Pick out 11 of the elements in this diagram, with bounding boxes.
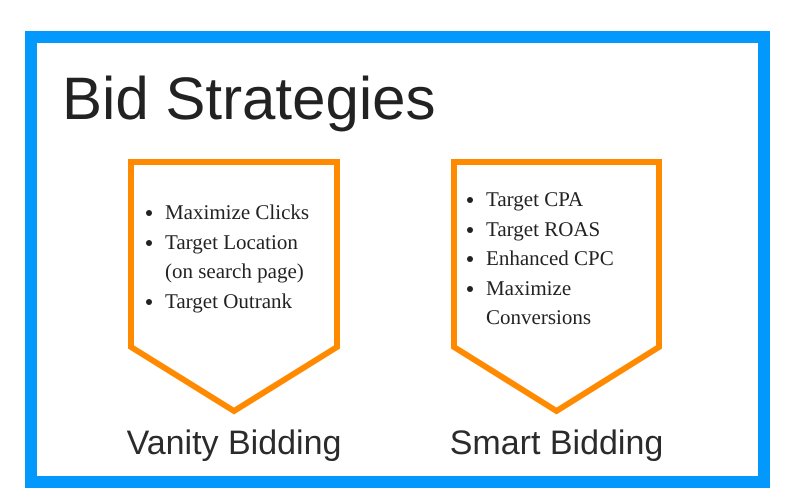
list-item-text: Target Outrank [165,288,294,314]
border-frame [25,31,770,488]
list-item-text: Target CPA [486,186,584,213]
caption-label: Vanity Bidding [126,423,342,463]
list-item-text: Maximize Clicks [165,199,310,226]
list-item-text: Enhanced CPC [486,245,615,272]
list-item-text: Maximize Conversions [486,274,592,331]
caption-label: Smart Bidding [450,423,664,463]
title-heading: Bid Strategies [62,69,436,129]
list-item-text: Target ROAS [486,216,602,242]
list-item-text: Target Location (on search page) [165,228,305,285]
